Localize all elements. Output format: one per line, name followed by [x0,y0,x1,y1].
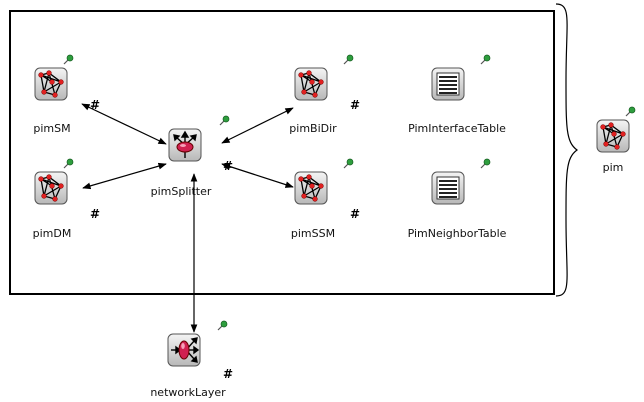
gate-marker: # [350,98,361,112]
connection-pimDM-splitter [82,162,167,190]
connections [81,103,294,333]
gate-marker: # [90,207,101,221]
curly-brace [555,3,579,297]
network-module-icon[interactable] [596,119,630,153]
connection-pimSM-splitter [81,103,167,145]
module-label-pimSplitter: pimSplitter [150,185,212,198]
network-module-icon[interactable] [34,67,68,101]
network-module-icon[interactable] [294,67,328,101]
table-icon[interactable] [431,67,465,101]
module-label-pimSSM: pimSSM [290,227,336,240]
splitter-icon[interactable] [168,128,202,162]
network-module-icon[interactable] [294,171,328,205]
connection-pimSSM-splitter [221,163,294,188]
module-label-pimBiDir: pimBiDir [289,122,337,135]
module-label-pim: pim [602,161,624,174]
gate-marker: # [90,98,101,112]
compound-module-border [9,10,555,295]
gate-marker: # [223,367,234,381]
splitter-icon[interactable] [167,333,201,367]
connection-pimBiDir-splitter [221,107,294,144]
module-label-pimDM: pimDM [32,227,72,240]
table-icon[interactable] [431,171,465,205]
gate-marker: # [350,207,361,221]
module-label-pimInterfaceTable: PimInterfaceTable [408,122,506,135]
network-module-icon[interactable] [34,171,68,205]
module-label-pimSM: pimSM [33,122,71,135]
module-label-networkLayer: networkLayer [150,386,226,399]
module-label-pimNeighborTable: PimNeighborTable [407,227,507,240]
gate-marker: # [223,159,234,173]
